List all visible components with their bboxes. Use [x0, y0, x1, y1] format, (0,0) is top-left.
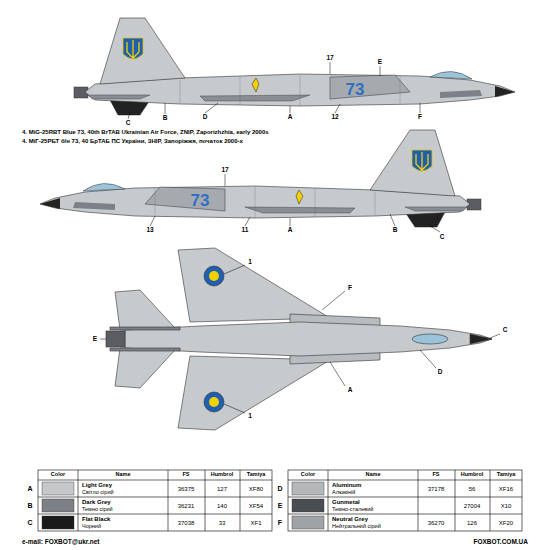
paint-name: Light Grey: [82, 481, 112, 487]
decal-number: 73: [191, 192, 210, 210]
callout-letter: A: [348, 387, 353, 394]
table-header: FS: [432, 472, 439, 478]
color-letter: B: [27, 502, 32, 509]
paint-name-ua: Чорний: [82, 524, 101, 530]
callout-letter: B: [393, 227, 398, 234]
tamiya-code: XF54: [249, 502, 263, 508]
paint-name-ua: Темно-сталевий: [332, 507, 373, 513]
callout-number: 1: [248, 259, 252, 266]
color-letter: D: [277, 485, 282, 492]
table-header: Name: [116, 472, 131, 478]
callout-number: 11: [242, 227, 249, 234]
humbrol-code: 56: [469, 485, 476, 491]
callout-letter: F: [418, 114, 422, 121]
tamiya-code: XF1: [250, 519, 261, 525]
paint-name-ua: Темно сірий: [82, 507, 113, 513]
callout-number: 17: [221, 167, 228, 174]
callout-letter: D: [203, 114, 208, 121]
caption: 4. MiG-25RBT Blue 73, 40th BrTAB Ukraini…: [22, 129, 269, 135]
humbrol-code: 27004: [464, 502, 481, 508]
callout-letter: F: [348, 285, 352, 292]
callout-letter: A: [288, 227, 293, 234]
table-header: Humbrol: [461, 472, 484, 478]
humbrol-code: 126: [467, 519, 477, 525]
humbrol-code: 127: [217, 485, 227, 491]
table-header: Color: [51, 472, 65, 478]
table-header: FS: [182, 472, 189, 478]
paint-name-ua: Алюміній: [332, 490, 355, 496]
decal-number: 73: [346, 81, 365, 99]
callout-letter: D: [438, 369, 443, 376]
callout-letter: C: [126, 120, 131, 127]
paint-name-ua: Світло сірий: [82, 490, 114, 496]
fs-code: 36231: [178, 502, 195, 508]
fs-code: 36270: [428, 519, 445, 525]
tamiya-code: XF20: [499, 519, 513, 525]
callout-letter: C: [503, 327, 508, 334]
humbrol-code: 140: [217, 502, 227, 508]
tamiya-code: XF16: [499, 485, 513, 491]
fs-code: 36375: [178, 485, 195, 491]
color-letter: C: [27, 519, 32, 526]
color-letter: E: [278, 502, 283, 509]
callout-letter: C: [440, 234, 445, 241]
callout-letter: E: [378, 59, 382, 66]
callout-number: 12: [331, 114, 338, 121]
tamiya-code: X10: [501, 502, 512, 508]
table-header: Tamiya: [497, 472, 516, 478]
callout-letter: B: [163, 115, 168, 122]
fs-code: 37178: [428, 485, 445, 491]
paint-name: Flat Black: [82, 515, 110, 521]
fs-code: 37038: [178, 519, 195, 525]
callout-number: 1: [248, 413, 252, 420]
caption: 4. МіГ-25РБТ б/н 73, 40 БрТАБ ПС України…: [22, 138, 243, 144]
paint-name: Neutral Grey: [332, 515, 368, 521]
table-header: Color: [301, 472, 315, 478]
paint-name: Dark Grey: [82, 498, 111, 504]
humbrol-code: 33: [219, 519, 226, 525]
table-header: Name: [366, 472, 381, 478]
callout-number: 17: [326, 55, 333, 62]
table-header: Tamiya: [247, 472, 266, 478]
paint-name: Gunmetal: [332, 498, 360, 504]
paint-name: Aluminum: [332, 481, 361, 487]
tamiya-code: XF80: [249, 485, 263, 491]
callout-number: 13: [146, 227, 153, 234]
callout-letter: A: [288, 114, 293, 121]
callout-letter: E: [93, 336, 97, 343]
footer-url: FOXBOT.COM.UA: [473, 539, 528, 546]
table-header: Humbrol: [211, 472, 234, 478]
color-letter: A: [27, 485, 32, 492]
paint-name-ua: Нейтральний сірий: [332, 524, 381, 530]
footer-email: e-mail: FOXBOT@ukr.net: [22, 539, 100, 546]
color-letter: F: [278, 519, 282, 526]
